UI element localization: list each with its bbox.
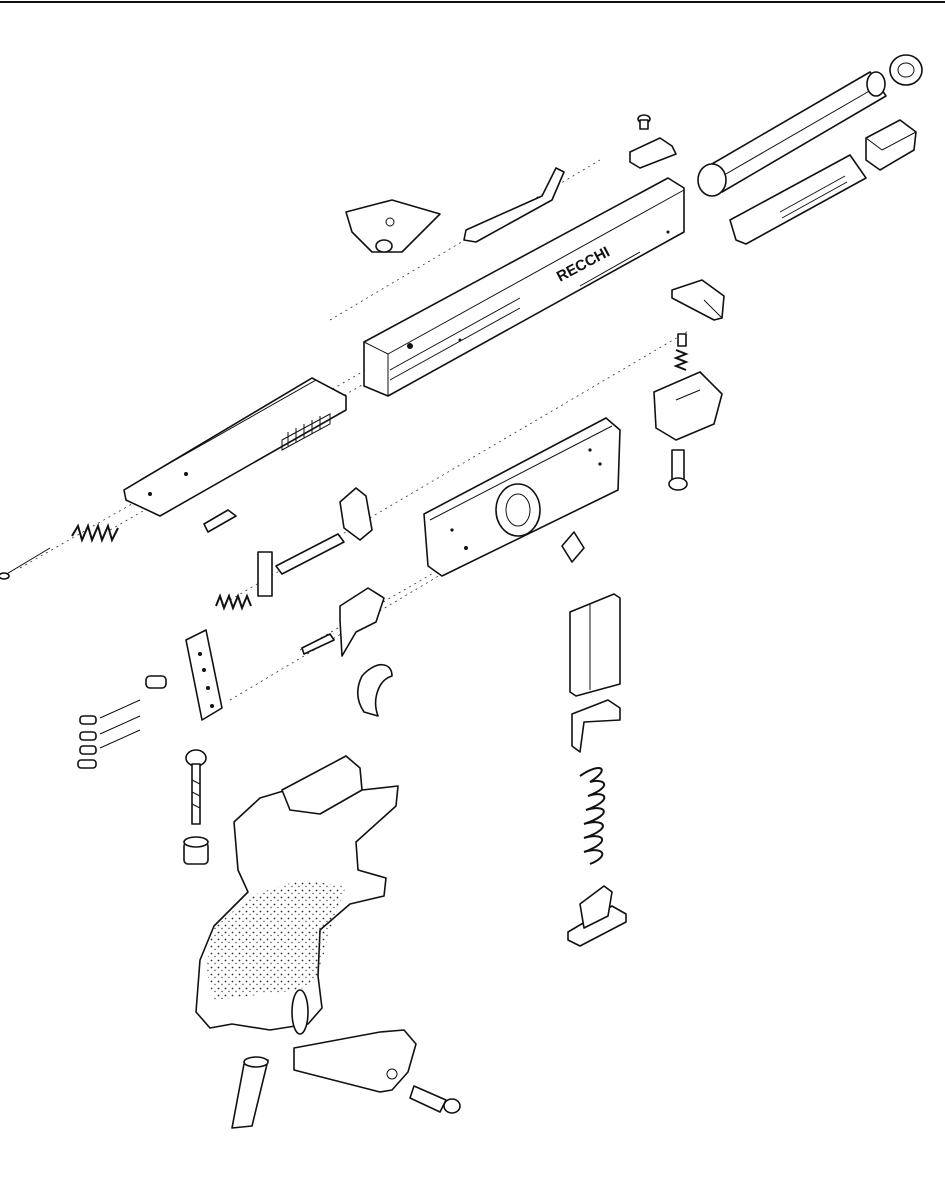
hammer-spring [215, 593, 252, 611]
trigger-adjustment-plate [185, 629, 223, 721]
extractor [203, 509, 237, 533]
sear-spacer [561, 531, 585, 563]
takedown-lever [671, 279, 725, 321]
slide-link-bar [463, 167, 565, 243]
trigger-pin [301, 633, 335, 655]
barrel-shroud [729, 154, 867, 245]
barrel-weight-block [865, 119, 917, 171]
grip-bushing [183, 836, 209, 865]
grip-bolt [185, 749, 207, 825]
magazine-catch-block [653, 371, 723, 441]
anatomical-grip [195, 755, 399, 1035]
palm-rest [293, 1029, 417, 1093]
grip-pin [231, 1056, 269, 1129]
front-sight-screw [637, 114, 651, 130]
magazine-follower [571, 699, 621, 753]
firing-pin [0, 547, 51, 580]
magazine-base [567, 885, 627, 947]
palm-rest-screw [409, 1085, 461, 1114]
magazine-body [569, 593, 621, 697]
barrel [697, 71, 887, 197]
catch-spring [673, 333, 689, 371]
sear-bar [257, 533, 345, 597]
trigger-housing [423, 417, 621, 577]
front-sight [629, 137, 677, 169]
trigger-bar [339, 587, 385, 657]
muzzle-nut [889, 54, 923, 86]
magazine-spring [579, 767, 606, 865]
slide [123, 377, 347, 517]
catch-screw [668, 449, 688, 491]
recoil-spring [71, 523, 119, 543]
hammer [339, 487, 373, 541]
rear-sight [345, 199, 441, 253]
trigger [356, 663, 393, 717]
adjustment-screws [77, 675, 167, 769]
